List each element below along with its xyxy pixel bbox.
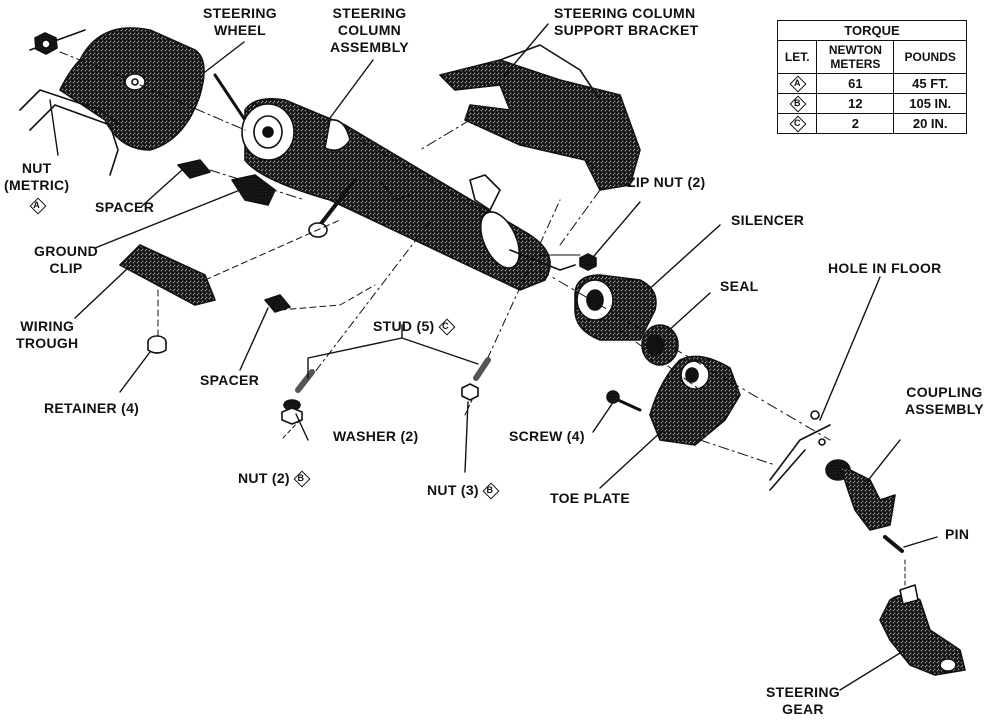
ground-clip-part	[231, 174, 276, 206]
label-coupling-assembly: COUPLING ASSEMBLY	[905, 384, 984, 417]
support-bracket	[439, 44, 641, 191]
header-letter: LET.	[776, 40, 818, 74]
metric-nut	[34, 32, 126, 79]
label-zip-nut: ZIP NUT (2)	[627, 174, 706, 190]
zip-nut-part	[579, 253, 597, 271]
label-nut-3: NUT (3)B	[427, 482, 497, 499]
torque-b-icon: B	[790, 96, 804, 110]
label-steering-wheel: STEERING WHEEL	[203, 5, 277, 38]
seal-part	[641, 324, 679, 366]
coupling-part	[825, 459, 896, 531]
wiring-trough-part	[119, 219, 341, 341]
label-support-bracket: STEERING COLUMN SUPPORT BRACKET	[554, 5, 699, 38]
pin-part	[883, 535, 906, 591]
label-pin: PIN	[945, 526, 970, 542]
torque-table: TORQUE LET. NEWTON METERS POUNDS A 61 45…	[776, 20, 967, 134]
assembly-lines	[139, 84, 776, 466]
spacer-lower	[264, 284, 376, 313]
cell-newton-meters: 12	[816, 93, 895, 114]
label-wiring-trough: WIRING TROUGH	[16, 318, 79, 351]
screw-part	[606, 390, 642, 412]
label-stud: STUD (5)C	[373, 318, 453, 335]
label-toe-plate: TOE PLATE	[550, 490, 630, 506]
label-silencer: SILENCER	[731, 212, 805, 228]
torque-table-title: TORQUE	[777, 20, 967, 41]
cell-newton-meters: 61	[816, 73, 895, 94]
toe-plate-part	[649, 355, 741, 446]
torque-b-icon: B	[294, 471, 308, 485]
torque-c-icon: C	[790, 116, 804, 130]
torque-c-icon: C	[439, 319, 453, 333]
label-hole-in-floor: HOLE IN FLOOR	[828, 260, 942, 276]
studs-and-nuts	[281, 199, 561, 439]
leader-lines	[49, 23, 938, 691]
cell-newton-meters: 2	[816, 113, 895, 134]
torque-a-icon: A	[30, 198, 44, 212]
label-nut-metric: NUT (METRIC) A	[4, 160, 70, 212]
spacer-upper	[177, 159, 211, 179]
label-nut-2: NUT (2)B	[238, 470, 308, 487]
header-pounds: POUNDS	[893, 40, 967, 74]
steering-column	[241, 97, 581, 291]
retainer-part	[147, 335, 167, 354]
label-steering-gear: STEERING GEAR	[766, 684, 840, 717]
label-screw: SCREW (4)	[509, 428, 585, 444]
label-retainer: RETAINER (4)	[44, 400, 140, 416]
steering-wheel	[19, 27, 247, 176]
cell-pounds: 20 IN.	[893, 113, 967, 134]
label-steering-column-assembly: STEERING COLUMN ASSEMBLY	[330, 5, 409, 55]
label-spacer-lower: SPACER	[200, 372, 260, 388]
torque-a-icon: A	[790, 76, 804, 90]
table-row: C 2 20 IN.	[776, 113, 967, 134]
cell-pounds: 45 FT.	[893, 73, 967, 94]
cell-pounds: 105 IN.	[893, 93, 967, 114]
label-washer: WASHER (2)	[333, 428, 419, 444]
header-newton-meters: NEWTON METERS	[816, 40, 895, 74]
label-seal: SEAL	[720, 278, 759, 294]
floor-part	[539, 269, 831, 491]
label-spacer-upper: SPACER	[95, 199, 155, 215]
torque-b-icon: B	[483, 483, 497, 497]
silencer-part	[574, 274, 657, 341]
table-row: A 61 45 FT.	[776, 73, 967, 94]
steering-gear-part	[879, 584, 966, 676]
table-row: B 12 105 IN.	[776, 93, 967, 114]
label-ground-clip: GROUND CLIP	[34, 243, 99, 276]
